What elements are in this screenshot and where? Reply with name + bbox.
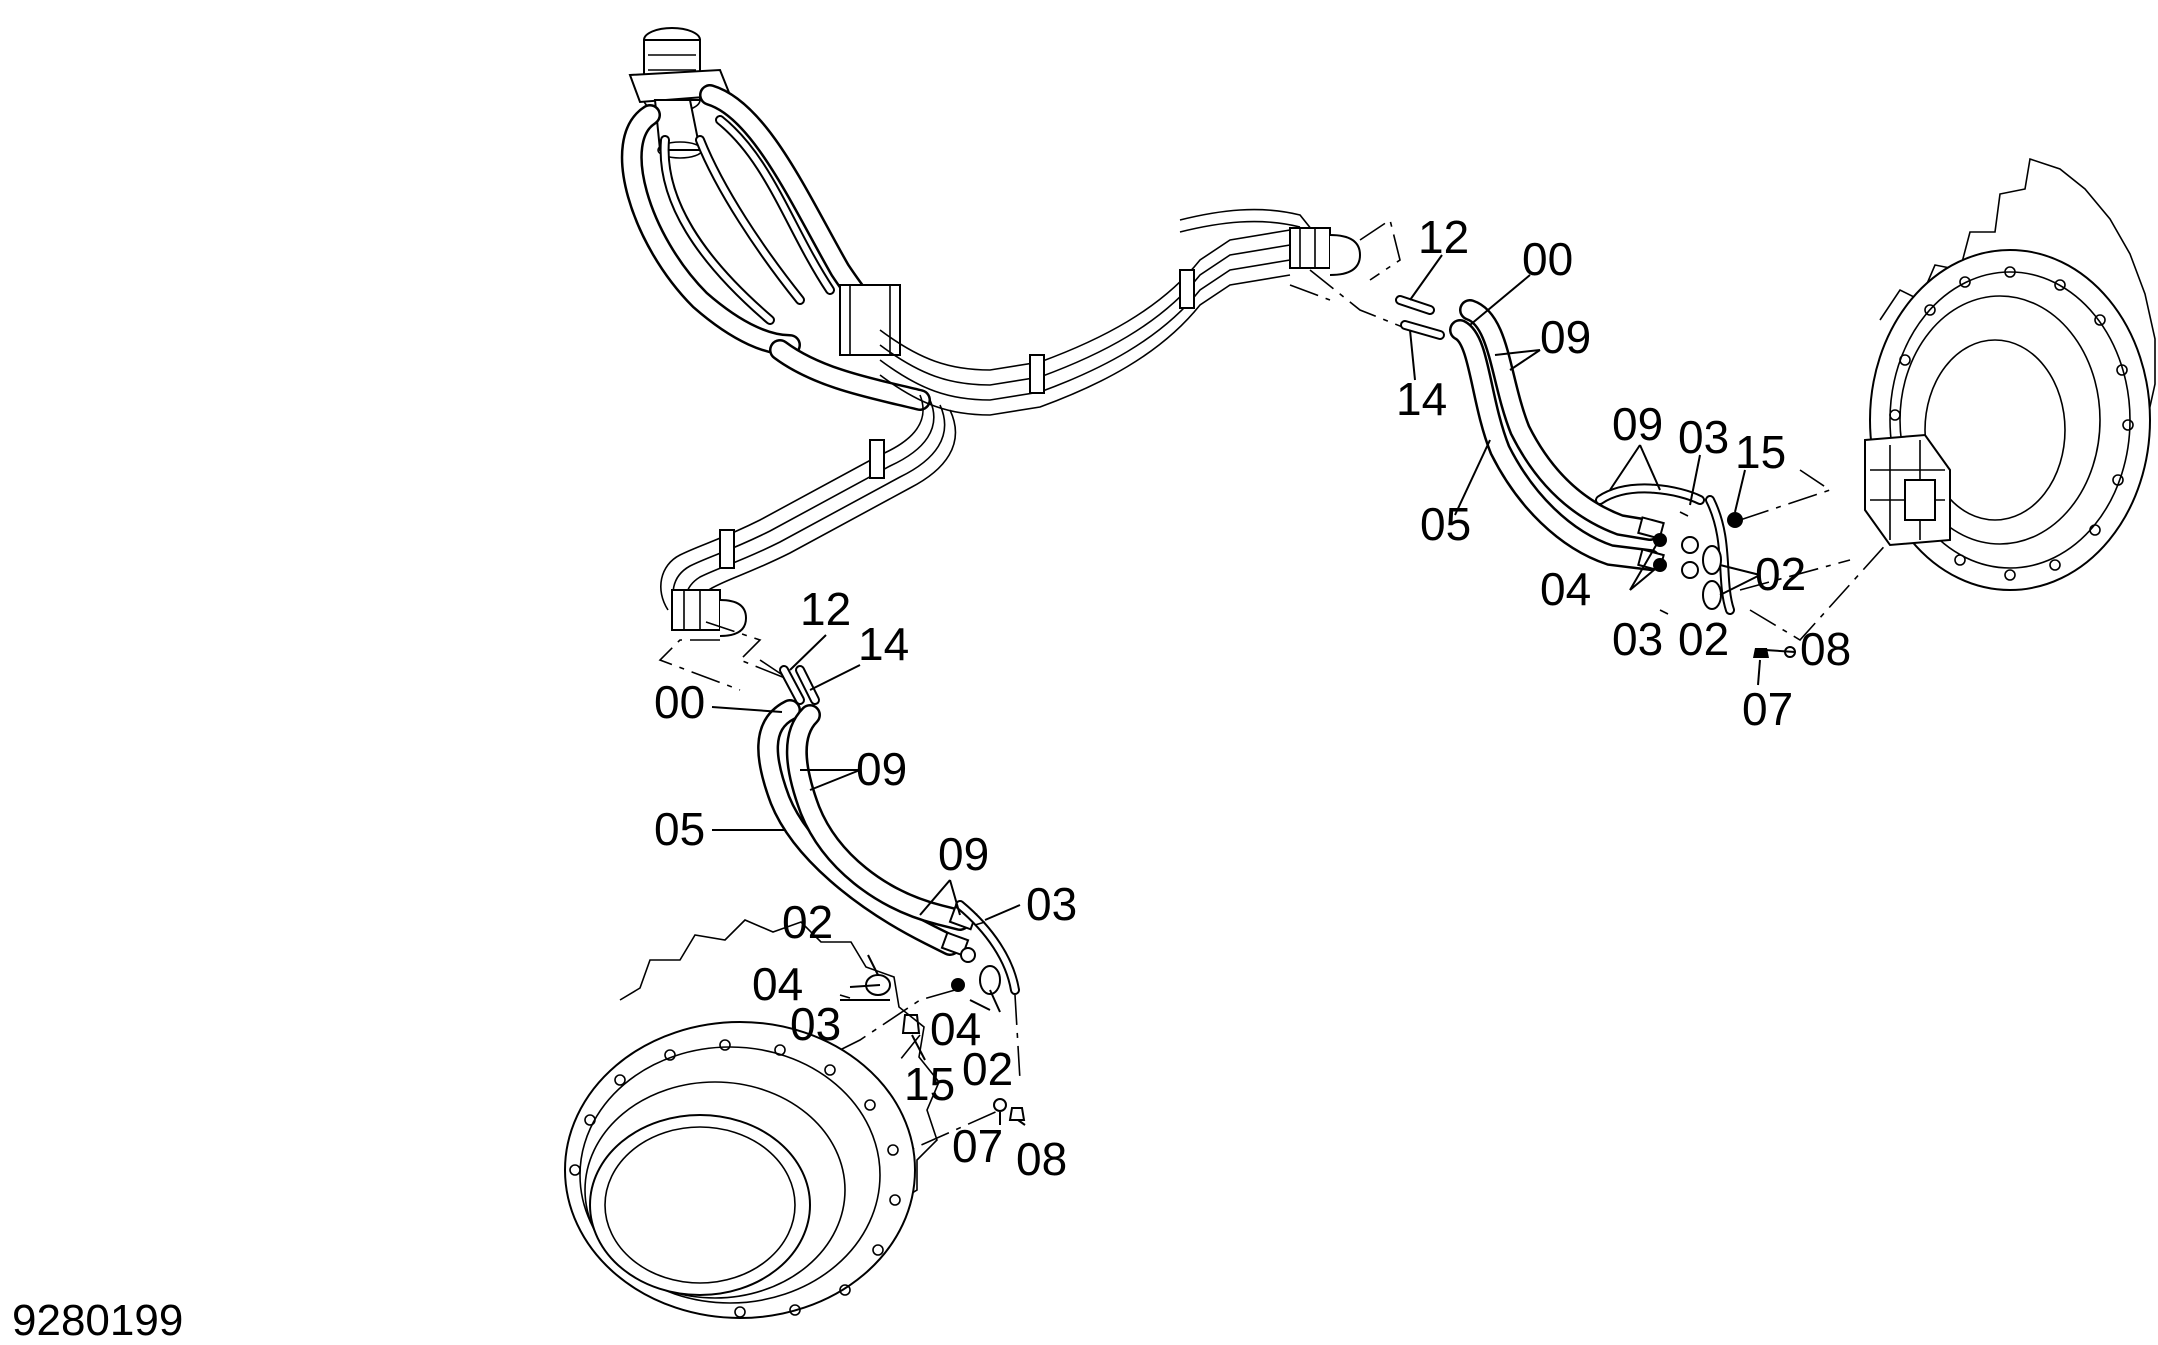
callout-09-lower-b: 09 (938, 828, 989, 880)
callout-00-upper: 00 (1522, 233, 1573, 285)
callout-05-upper: 05 (1420, 498, 1471, 550)
callout-02-lower: 02 (782, 896, 833, 948)
callout-08-upper: 08 (1800, 623, 1851, 675)
callout-03-upper-b: 03 (1612, 613, 1663, 665)
callout-00-lower: 00 (654, 676, 705, 728)
travel-motor-upper-right (1864, 157, 2156, 591)
callout-15-lower: 15 (904, 1058, 955, 1110)
callout-03-lower: 03 (1026, 878, 1077, 930)
callout-09-upper: 09 (1540, 311, 1591, 363)
pipe-run-right (879, 208, 1362, 416)
callout-02-upper-a: 02 (1755, 548, 1806, 600)
callout-03-lower-b: 03 (790, 998, 841, 1050)
callout-04-lower: 04 (752, 958, 803, 1010)
callout-09-upper-b: 09 (1612, 398, 1663, 450)
callout-02-lower-b: 02 (962, 1043, 1013, 1095)
hose-assembly-upper-right (1289, 218, 1891, 658)
callout-07-lower: 07 (952, 1120, 1003, 1172)
callout-15-upper: 15 (1735, 426, 1786, 478)
figure-number: 9280199 (12, 1296, 183, 1345)
callout-14-upper: 14 (1396, 373, 1447, 425)
callout-04-upper: 04 (1540, 563, 1591, 615)
callout-08-lower: 08 (1016, 1133, 1067, 1185)
travel-motor-lower-left (564, 919, 940, 1319)
callout-02-upper-b: 02 (1678, 613, 1729, 665)
hose-assembly-lower-left (658, 621, 1026, 1151)
callout-04-lower-b: 04 (930, 1003, 981, 1055)
callout-12-lower: 12 (800, 583, 851, 635)
callout-05-lower: 05 (654, 803, 705, 855)
hose-bundle-upper (620, 84, 931, 411)
callout-14-lower: 14 (858, 618, 909, 670)
callout-12-upper: 12 (1418, 211, 1469, 263)
callout-07-upper: 07 (1742, 683, 1793, 735)
leader-lines (711, 254, 1796, 1126)
bolt-ring-lower (569, 1039, 901, 1318)
callout-labels: 12 00 09 14 05 09 03 15 04 02 03 02 08 0… (654, 211, 1851, 1185)
callout-03-upper: 03 (1678, 411, 1729, 463)
callout-09-lower: 09 (856, 743, 907, 795)
